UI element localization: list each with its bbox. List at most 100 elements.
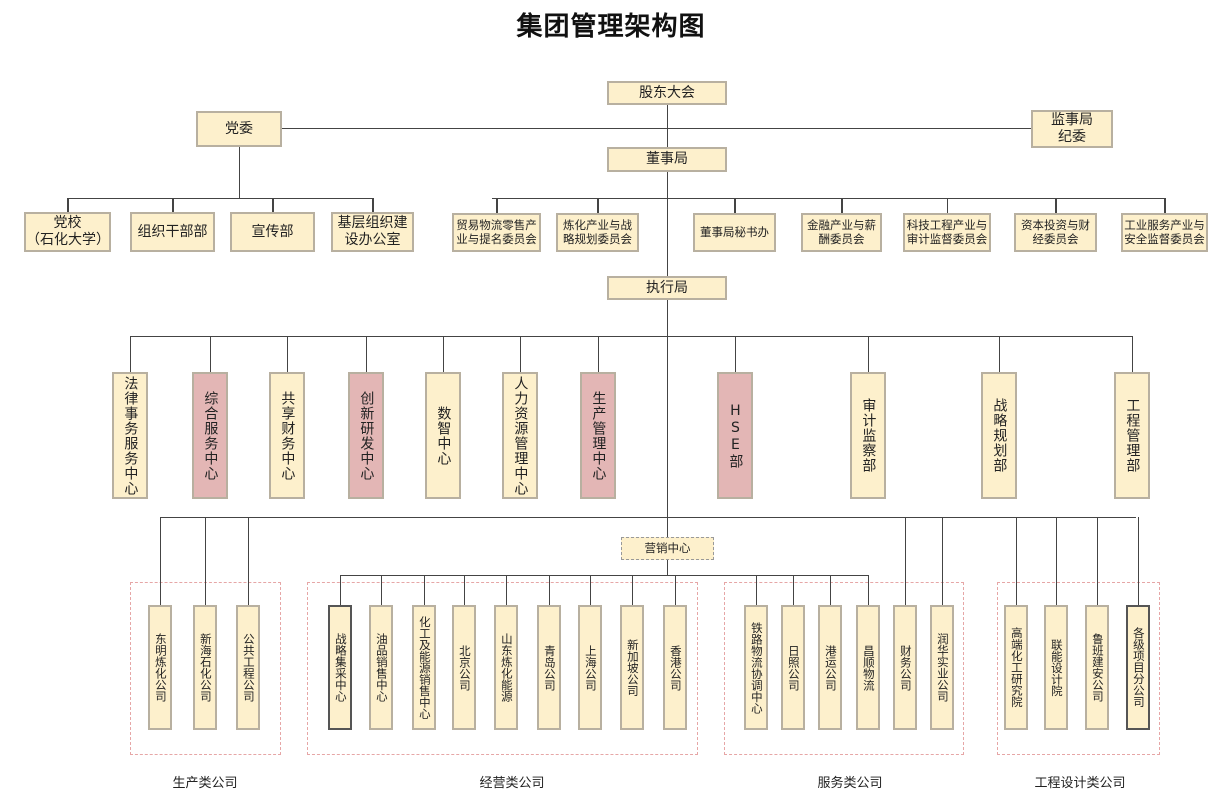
party-committee-box[interactable]: 党委 xyxy=(196,111,282,147)
company-box[interactable]: 东明炼化公司 xyxy=(148,605,172,730)
committee-box[interactable]: 董事局秘书办 xyxy=(693,213,776,252)
supervisory-board-box[interactable]: 监事局 纪委 xyxy=(1031,110,1113,148)
committee-box[interactable]: 炼化产业与战 略规划委员会 xyxy=(556,213,639,252)
department-box[interactable]: 工程管理部 xyxy=(1114,372,1150,499)
connector-line xyxy=(867,575,869,605)
connector-line xyxy=(340,574,868,576)
company-box[interactable]: 高端化工研究院 xyxy=(1004,605,1028,730)
department-box[interactable]: 共享财务中心 xyxy=(269,372,305,499)
connector-line xyxy=(666,104,668,147)
party-unit-box[interactable]: 基层组织建 设办公室 xyxy=(331,212,414,252)
company-box[interactable]: 昌顺物流 xyxy=(856,605,880,730)
connector-line xyxy=(67,197,372,199)
connector-line xyxy=(372,198,374,212)
committee-box[interactable]: 金融产业与薪 酬委员会 xyxy=(801,213,882,252)
connector-line xyxy=(286,336,288,372)
executive-board-box[interactable]: 执行局 xyxy=(607,276,727,300)
connector-line xyxy=(130,335,1132,337)
company-box[interactable]: 财务公司 xyxy=(893,605,917,730)
connector-line xyxy=(548,575,550,605)
company-box[interactable]: 新海石化公司 xyxy=(193,605,217,730)
department-box[interactable]: 创新研发中心 xyxy=(348,372,384,499)
committee-box[interactable]: 工业服务产业与 安全监督委员会 xyxy=(1121,213,1208,252)
connector-line xyxy=(160,516,1136,518)
company-box[interactable]: 化工及能源销售中心 xyxy=(412,605,436,730)
department-box[interactable]: 生产管理中心 xyxy=(580,372,616,499)
shareholders-meeting-box[interactable]: 股东大会 xyxy=(607,81,727,105)
connector-line xyxy=(204,517,206,605)
company-box[interactable]: 战略集采中心 xyxy=(328,605,352,730)
company-box[interactable]: 青岛公司 xyxy=(537,605,561,730)
connector-line xyxy=(159,517,161,605)
company-box[interactable]: 香港公司 xyxy=(663,605,687,730)
connector-line xyxy=(129,336,131,372)
marketing-center-box[interactable]: 营销中心 xyxy=(621,537,714,560)
party-unit-box[interactable]: 宣传部 xyxy=(230,212,315,252)
department-box[interactable]: 法律事务服务中心 xyxy=(112,372,148,499)
connector-line xyxy=(380,575,382,605)
department-box[interactable]: 战略规划部 xyxy=(981,372,1017,499)
department-box[interactable]: HSE部 xyxy=(717,372,753,499)
company-box[interactable]: 联能设计院 xyxy=(1044,605,1068,730)
company-group-label: 工程设计类公司 xyxy=(1034,776,1126,791)
connector-line xyxy=(841,198,843,213)
company-box[interactable]: 山东炼化能源 xyxy=(494,605,518,730)
connector-line xyxy=(904,517,906,605)
connector-line xyxy=(247,517,249,605)
committee-box[interactable]: 贸易物流零售产 业与提名委员会 xyxy=(452,213,541,252)
connector-line xyxy=(519,336,521,372)
connector-line xyxy=(829,575,831,605)
company-box[interactable]: 铁路物流协调中心 xyxy=(744,605,768,730)
company-box[interactable]: 北京公司 xyxy=(452,605,476,730)
department-box[interactable]: 综合服务中心 xyxy=(192,372,228,499)
party-unit-box[interactable]: 党校 （石化大学） xyxy=(24,212,111,252)
connector-line xyxy=(1131,336,1133,372)
company-group-label: 服务类公司 xyxy=(817,776,883,791)
connector-line xyxy=(755,575,757,605)
connector-line xyxy=(423,575,425,605)
department-box[interactable]: 数智中心 xyxy=(425,372,461,499)
connector-line xyxy=(365,336,367,372)
company-box[interactable]: 港运公司 xyxy=(818,605,842,730)
board-of-directors-box[interactable]: 董事局 xyxy=(607,147,727,172)
company-box[interactable]: 鲁班建安公司 xyxy=(1085,605,1109,730)
connector-line xyxy=(1164,198,1166,213)
company-group-frame xyxy=(724,582,964,755)
company-box[interactable]: 日照公司 xyxy=(781,605,805,730)
committee-box[interactable]: 资本投资与财 经委员会 xyxy=(1014,213,1097,252)
connector-line xyxy=(666,560,668,575)
company-box[interactable]: 公共工程公司 xyxy=(236,605,260,730)
connector-line xyxy=(272,198,274,212)
connector-line xyxy=(631,575,633,605)
committee-box[interactable]: 科技工程产业与 审计监督委员会 xyxy=(903,213,991,252)
department-box[interactable]: 审计监察部 xyxy=(850,372,886,499)
connector-line xyxy=(442,336,444,372)
company-box[interactable]: 各级项目分公司 xyxy=(1126,605,1150,730)
connector-line xyxy=(282,127,1031,129)
connector-line xyxy=(1055,517,1057,605)
connector-line xyxy=(734,336,736,372)
company-group-frame xyxy=(997,582,1160,755)
connector-line xyxy=(589,575,591,605)
company-box[interactable]: 新加坡公司 xyxy=(620,605,644,730)
connector-line xyxy=(941,517,943,605)
connector-line xyxy=(1055,198,1057,213)
connector-line xyxy=(1015,517,1017,605)
connector-line xyxy=(674,575,676,605)
connector-line xyxy=(496,198,498,213)
company-group-frame xyxy=(307,582,698,755)
company-box[interactable]: 上海公司 xyxy=(578,605,602,730)
chart-title: 集团管理架构图 xyxy=(516,12,706,42)
connector-line xyxy=(339,575,341,605)
connector-line xyxy=(238,147,240,198)
company-group-label: 生产类公司 xyxy=(172,776,238,791)
party-unit-box[interactable]: 组织干部部 xyxy=(130,212,215,252)
connector-line xyxy=(734,198,736,213)
company-box[interactable]: 润华实业公司 xyxy=(930,605,954,730)
connector-line xyxy=(666,172,668,276)
department-box[interactable]: 人力资源管理中心 xyxy=(502,372,538,499)
connector-line xyxy=(1096,517,1098,605)
company-box[interactable]: 油品销售中心 xyxy=(369,605,393,730)
company-group-label: 经营类公司 xyxy=(479,776,545,791)
